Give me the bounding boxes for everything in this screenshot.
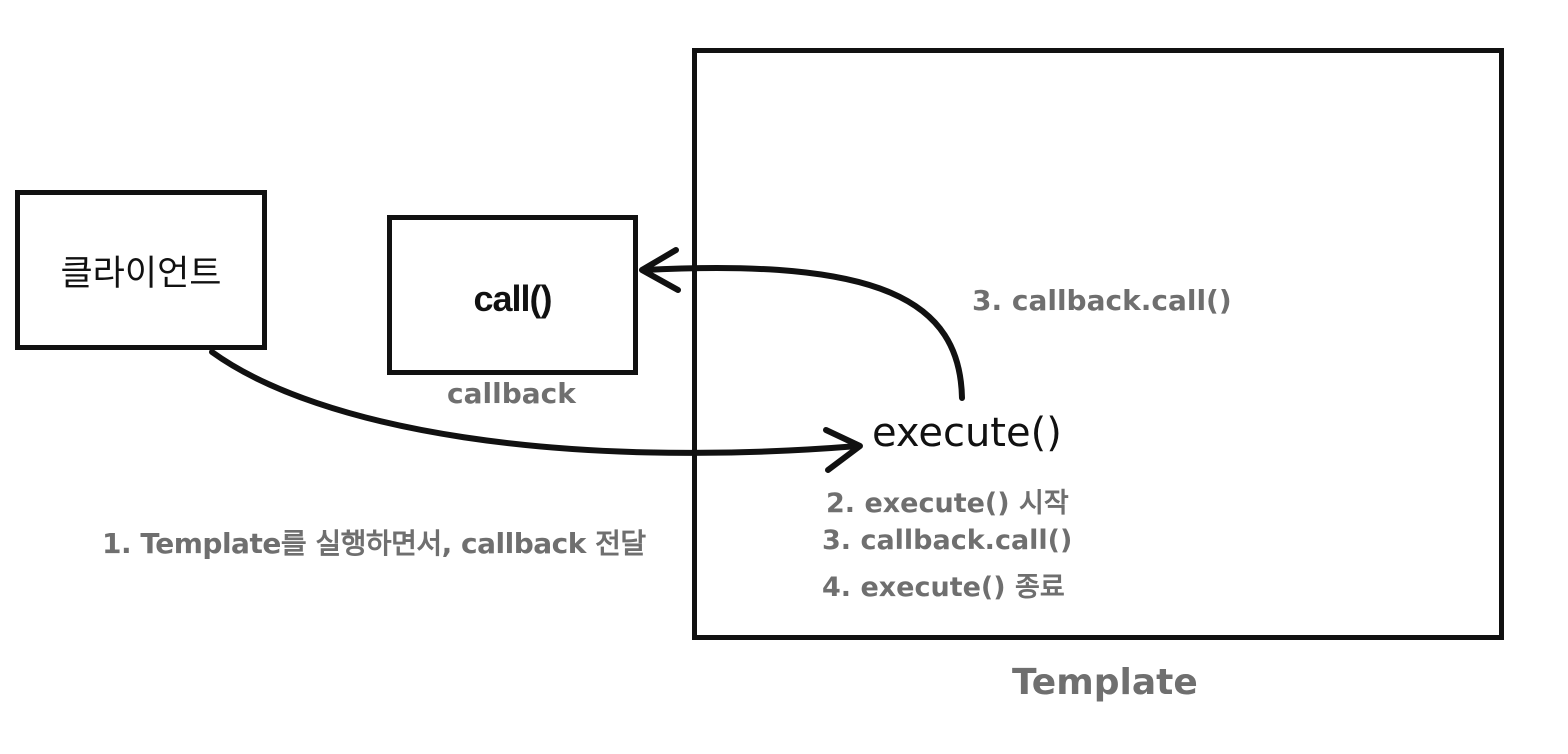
callback-caption: callback xyxy=(447,377,576,410)
execute-to-callback-arrowhead xyxy=(639,247,681,293)
callback-box: call() xyxy=(387,215,638,375)
call-method-label: call() xyxy=(473,278,552,319)
client-to-execute-arrowhead xyxy=(823,427,863,473)
template-box xyxy=(692,48,1504,640)
step-2-label: 2. execute() 시작 xyxy=(826,488,1069,519)
execute-method-label: execute() xyxy=(872,410,1062,456)
step-4-label: 4. execute() 종료 xyxy=(822,572,1065,603)
arrow-callback-call-label: 3. callback.call() xyxy=(972,284,1232,317)
step-3-label: 3. callback.call() xyxy=(822,525,1073,556)
client-to-execute-arrow xyxy=(209,349,861,456)
arrow-step1-label: 1. Template를 실행하면서, callback 전달 xyxy=(102,527,646,560)
template-caption: Template xyxy=(1012,662,1198,703)
client-label: 클라이언트 xyxy=(60,254,222,294)
client-box: 클라이언트 xyxy=(15,190,267,350)
execute-to-callback-arrow xyxy=(641,265,965,401)
